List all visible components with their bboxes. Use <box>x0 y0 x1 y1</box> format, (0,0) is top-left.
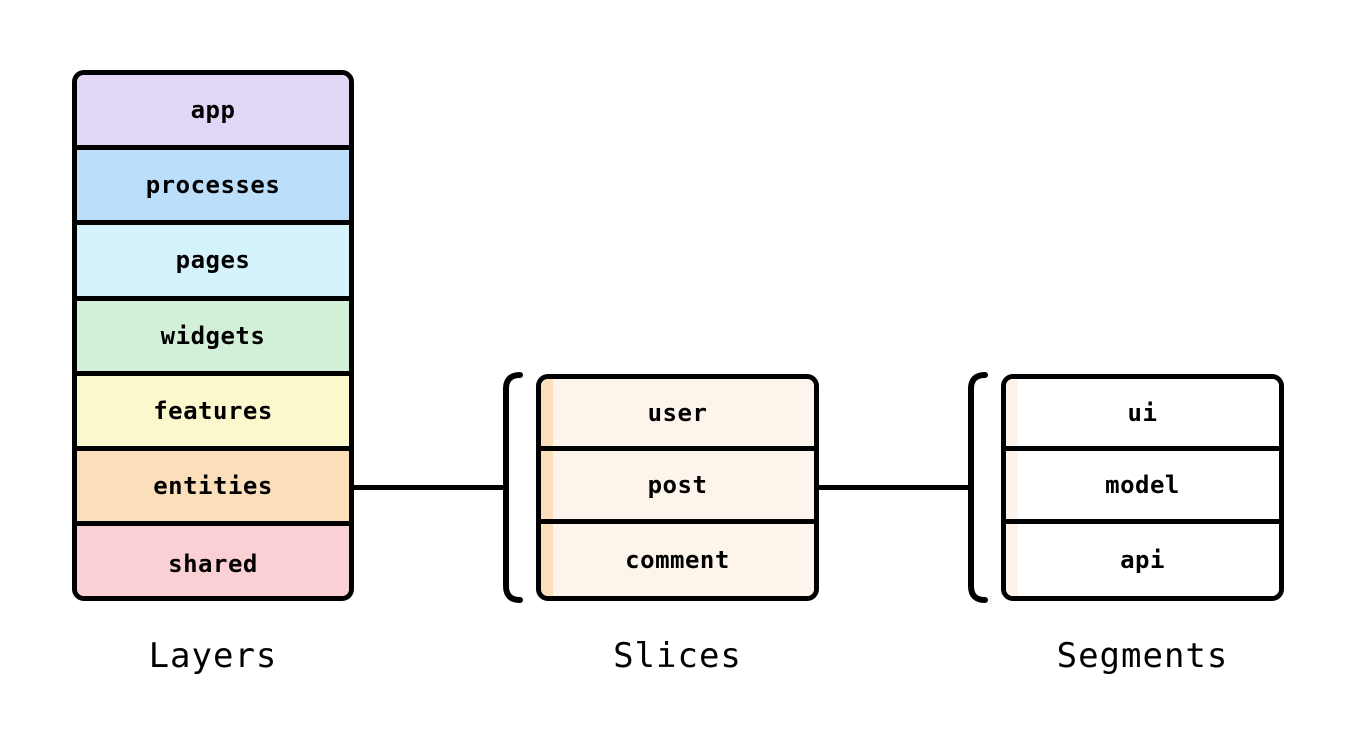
row-stripe <box>1006 523 1018 596</box>
slice-label: post <box>647 470 708 499</box>
slices-brace-icon <box>492 369 526 606</box>
row-stripe <box>541 523 553 596</box>
layer-label: app <box>190 96 236 125</box>
layer-label: processes <box>145 171 281 200</box>
segment-label: ui <box>1127 398 1158 427</box>
slice-label: comment <box>625 545 730 574</box>
layer-row-pages[interactable]: pages <box>77 225 349 301</box>
segments-brace-icon <box>957 369 991 606</box>
layer-row-processes[interactable]: processes <box>77 150 349 226</box>
slice-row-post[interactable]: post <box>541 451 814 524</box>
row-stripe <box>541 379 553 447</box>
layers-stack: app processes pages widgets features ent… <box>72 70 354 601</box>
caption-slices: Slices <box>613 636 742 676</box>
slice-row-comment[interactable]: comment <box>541 523 814 596</box>
slices-stack: user post comment <box>536 374 819 601</box>
layer-row-app[interactable]: app <box>77 75 349 151</box>
segment-row-api[interactable]: api <box>1006 523 1279 596</box>
segment-row-model[interactable]: model <box>1006 451 1279 524</box>
layer-label: shared <box>168 549 258 578</box>
caption-layers: Layers <box>148 636 278 676</box>
row-stripe <box>1006 379 1018 447</box>
layer-label: features <box>153 396 273 425</box>
layer-row-shared[interactable]: shared <box>77 526 349 596</box>
layer-row-features[interactable]: features <box>77 375 349 451</box>
slice-label: user <box>647 398 708 427</box>
layer-label: widgets <box>160 321 266 350</box>
layer-row-entities[interactable]: entities <box>77 450 349 527</box>
layer-row-widgets[interactable]: widgets <box>77 300 349 376</box>
segment-row-ui[interactable]: ui <box>1006 379 1279 452</box>
segment-label: api <box>1120 545 1165 574</box>
segments-stack: ui model api <box>1001 374 1284 601</box>
row-stripe <box>541 451 553 519</box>
slice-row-user[interactable]: user <box>541 379 814 452</box>
segment-label: model <box>1105 470 1180 499</box>
row-stripe <box>1006 451 1018 519</box>
layer-label: entities <box>153 472 273 501</box>
connector-slices-to-segments <box>817 485 969 490</box>
connector-layers-to-slices <box>352 485 504 490</box>
caption-segments: Segments <box>1056 636 1229 676</box>
layer-label: pages <box>175 246 251 275</box>
